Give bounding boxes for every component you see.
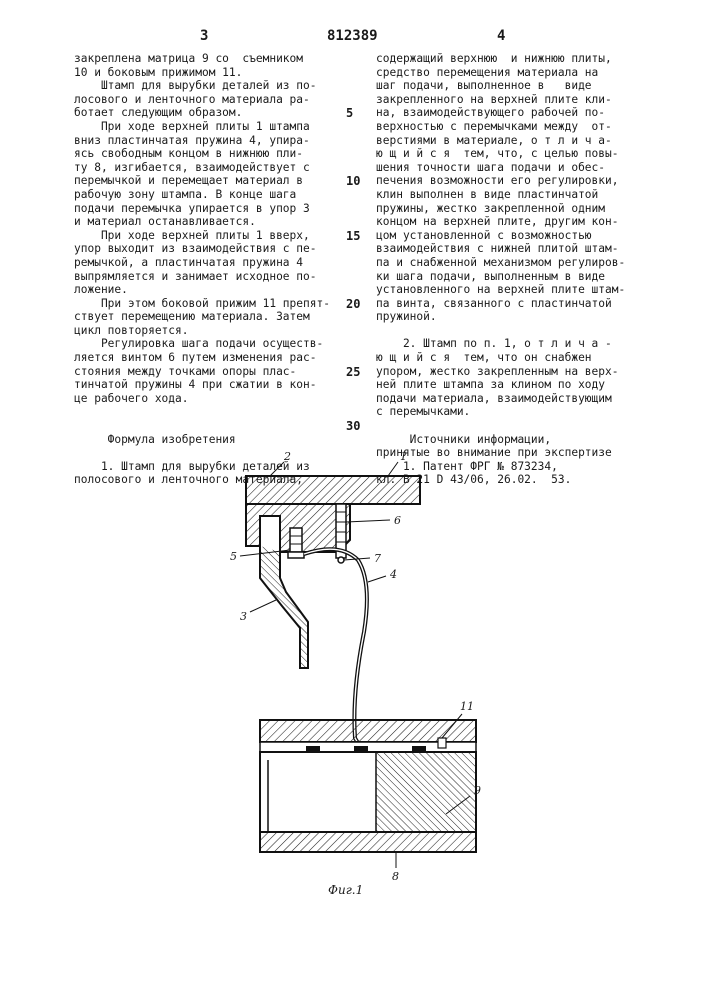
text-line: це рабочего хода. — [74, 392, 350, 406]
text-line: закрепленного на верхней плите кли- — [376, 93, 652, 107]
patent-number: 812389 — [327, 28, 378, 44]
text-line: средство перемещения материала на — [376, 66, 652, 80]
stop-part — [260, 546, 308, 668]
figure-1-drawing: 1 2 6 7 5 3 4 11 9 8 Фиг.1 — [200, 442, 510, 902]
text-line: При этом боковой прижим 11 препят- — [74, 297, 350, 311]
text-line: содержащий верхнюю и нижнюю плиты, — [376, 52, 652, 66]
text-line: шения точности шага подачи и обес- — [376, 161, 652, 175]
line-number: 5 — [346, 106, 353, 120]
text-line: концом на верхней плите, другим кон- — [376, 215, 652, 229]
text-line: упор выходит из взаимодействия с пе- — [74, 242, 350, 256]
label-5: 5 — [230, 550, 237, 563]
text-line: и материал останавливается. — [74, 215, 350, 229]
label-4: 4 — [389, 568, 397, 581]
text-line: цом установленной с возможностью — [376, 229, 652, 243]
page-number-left: 3 — [200, 28, 208, 44]
right-text-column: содержащий верхнюю и нижнюю плиты,средст… — [376, 52, 652, 487]
left-text-column: закреплена матрица 9 со съемником10 и бо… — [74, 52, 350, 487]
text-line: выпрямляется и занимает исходное по- — [74, 270, 350, 284]
base-8 — [260, 832, 476, 852]
text-line: рабочую зону штампа. В конце шага — [74, 188, 350, 202]
text-line: При ходе верхней плиты 1 вверх, — [74, 229, 350, 243]
text-line: пружины, жестко закрепленной одним — [376, 202, 652, 216]
figure-caption: Фиг.1 — [328, 883, 363, 897]
text-line: ствует перемещению материала. Затем — [74, 310, 350, 324]
text-line: 2. Штамп по п. 1, о т л и ч а - — [376, 337, 652, 351]
text-line: ту 8, изгибается, взаимодействует с — [74, 161, 350, 175]
text-line: с перемычками. — [376, 405, 652, 419]
label-2: 2 — [283, 450, 291, 463]
text-line: печения возможности его регулировки, — [376, 174, 652, 188]
text-line: тинчатой пружины 4 при сжатии в кон- — [74, 378, 350, 392]
pivot-7 — [338, 557, 344, 563]
text-line: ботает следующим образом. — [74, 106, 350, 120]
text-line: пружиной. — [376, 310, 652, 324]
text-line: верхностью с перемычками между от- — [376, 120, 652, 134]
label-1: 1 — [400, 450, 407, 463]
text-line: па и снабженной механизмом регулиров- — [376, 256, 652, 270]
text-line — [74, 405, 350, 419]
text-line: ясь свободным концом в нижнюю пли- — [74, 147, 350, 161]
text-line: вниз пластинчатая пружина 4, упира- — [74, 134, 350, 148]
text-line: стояния между точками опоры плас- — [74, 365, 350, 379]
text-line: ляется винтом 6 путем изменения рас- — [74, 351, 350, 365]
label-11: 11 — [460, 700, 474, 713]
die-9 — [376, 752, 476, 832]
label-6: 6 — [394, 514, 401, 527]
label-9: 9 — [474, 784, 481, 797]
text-line — [376, 324, 652, 338]
text-line: ложение. — [74, 283, 350, 297]
text-line: При ходе верхней плиты 1 штампа — [74, 120, 350, 134]
label-8: 8 — [392, 870, 399, 883]
text-line: перемычкой и перемещает материал в — [74, 174, 350, 188]
text-line: лосового и ленточного материала ра- — [74, 93, 350, 107]
line-number: 10 — [346, 174, 360, 188]
text-line: закреплена матрица 9 со съемником — [74, 52, 350, 66]
line-number: 25 — [346, 365, 360, 379]
text-line: установленного на верхней плите штам- — [376, 283, 652, 297]
text-line: на, взаимодействующего рабочей по- — [376, 106, 652, 120]
text-line: ю щ и й с я тем, что, с целью повы- — [376, 147, 652, 161]
text-line: упором, жестко закрепленным на верх- — [376, 365, 652, 379]
text-line: цикл повторяется. — [74, 324, 350, 338]
text-line — [74, 419, 350, 433]
line-number: 30 — [346, 419, 360, 433]
text-line: ней плите штампа за клином по ходу — [376, 378, 652, 392]
label-3: 3 — [240, 610, 247, 623]
upper-plate — [246, 476, 420, 504]
text-line: подачи материала, взаимодействующим — [376, 392, 652, 406]
text-line: клин выполнен в виде пластинчатой — [376, 188, 652, 202]
line-number: 15 — [346, 229, 360, 243]
line-number: 20 — [346, 297, 360, 311]
text-line — [376, 419, 652, 433]
text-line: па винта, связанного с пластинчатой — [376, 297, 652, 311]
page-number-right: 4 — [497, 28, 505, 44]
text-line: ю щ и й с я тем, что он снабжен — [376, 351, 652, 365]
screw-5 — [290, 528, 302, 552]
text-line: Регулировка шага подачи осуществ- — [74, 337, 350, 351]
text-line: ремычкой, а пластинчатая пружина 4 — [74, 256, 350, 270]
text-line: Штамп для вырубки деталей из по- — [74, 79, 350, 93]
label-7: 7 — [374, 552, 381, 565]
text-line: шаг подачи, выполненное в виде — [376, 79, 652, 93]
text-line: подачи перемычка упирается в упор 3 — [74, 202, 350, 216]
text-line: 10 и боковым прижимом 11. — [74, 66, 350, 80]
text-line: ки шага подачи, выполненным в виде — [376, 270, 652, 284]
text-line: взаимодействия с нижней плитой штам- — [376, 242, 652, 256]
text-line: верстиями в материале, о т л и ч а- — [376, 134, 652, 148]
